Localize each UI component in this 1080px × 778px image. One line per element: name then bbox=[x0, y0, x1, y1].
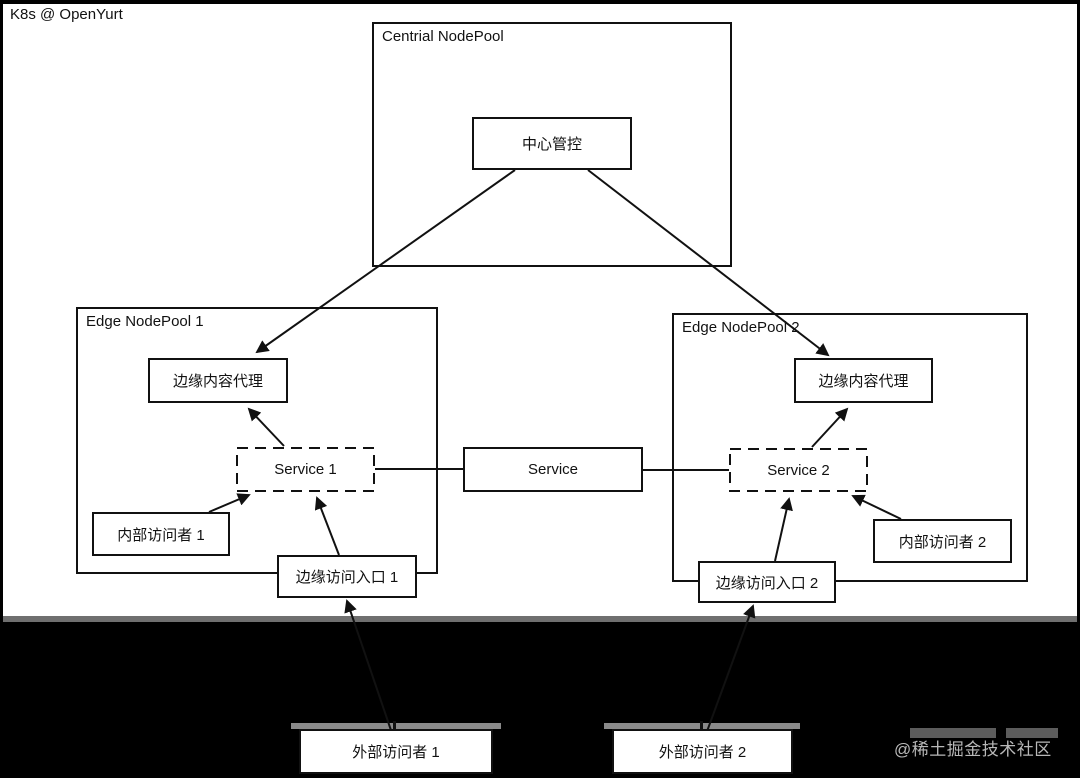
node-edge-access-entry-1-label: 边缘访问入口 1 bbox=[295, 569, 399, 586]
node-internal-visitor-2-label: 内部访问者 2 bbox=[898, 533, 987, 551]
arrow-tail-notch-1 bbox=[393, 721, 396, 731]
node-internal-visitor-2: 内部访问者 2 bbox=[873, 519, 1012, 563]
container-central-nodepool-label: Centrial NodePool bbox=[382, 28, 504, 45]
external-visitor-1-top-band bbox=[291, 723, 501, 729]
container-edge-nodepool-1: Edge NodePool 1 bbox=[76, 307, 438, 574]
node-service-2: Service 2 bbox=[729, 448, 868, 492]
node-service-1: Service 1 bbox=[236, 447, 375, 492]
arrow-internal-visitor-1-to-service-1 bbox=[208, 493, 251, 513]
node-edge-content-proxy-2: 边缘内容代理 bbox=[794, 358, 933, 403]
container-central-nodepool: Centrial NodePool bbox=[372, 22, 732, 267]
arrow-edge-access-entry-2-to-service-2 bbox=[774, 497, 793, 562]
node-edge-access-entry-1: 边缘访问入口 1 bbox=[277, 555, 417, 598]
node-external-visitor-2: 外部访问者 2 bbox=[612, 729, 793, 774]
watermark-highlight-block-1 bbox=[910, 728, 996, 738]
node-edge-content-proxy-2-label: 边缘内容代理 bbox=[818, 373, 909, 390]
arrow-external-visitor-1-to-edge-access-entry-1 bbox=[344, 599, 397, 746]
node-edge-access-entry-2: 边缘访问入口 2 bbox=[698, 561, 836, 603]
container-edge-nodepool-2: Edge NodePool 2 bbox=[672, 313, 1028, 582]
container-edge-nodepool-2-label: Edge NodePool 2 bbox=[682, 319, 800, 336]
watermark-highlight-block-2 bbox=[1006, 728, 1058, 738]
node-edge-content-proxy-1: 边缘内容代理 bbox=[148, 358, 288, 403]
arrow-tail-notch-2 bbox=[700, 721, 703, 731]
node-internal-visitor-1: 内部访问者 1 bbox=[92, 512, 230, 556]
arrow-central-control-to-edge-content-proxy-2 bbox=[587, 169, 830, 357]
watermark-text: @稀土掘金技术社区 bbox=[894, 740, 1052, 759]
arrow-edge-access-entry-1-to-service-1 bbox=[314, 496, 340, 556]
letterbox-divider-line bbox=[0, 616, 1080, 622]
arrow-external-visitor-2-to-edge-access-entry-2 bbox=[701, 604, 756, 746]
node-central-control-label: 中心管控 bbox=[521, 136, 582, 153]
container-edge-nodepool-1-label: Edge NodePool 1 bbox=[86, 313, 204, 330]
arrow-central-control-to-edge-content-proxy-1 bbox=[255, 169, 516, 354]
letterbox-region bbox=[0, 622, 1080, 778]
arrow-service-2-to-edge-content-proxy-2 bbox=[811, 407, 849, 448]
node-external-visitor-1: 外部访问者 1 bbox=[299, 729, 493, 774]
node-service-2-label: Service 2 bbox=[767, 461, 830, 479]
node-central-control: 中心管控 bbox=[472, 117, 632, 170]
node-service-middle-label: Service bbox=[527, 461, 579, 478]
page-title: K8s @ OpenYurt bbox=[10, 6, 123, 23]
node-edge-access-entry-2-label: 边缘访问入口 2 bbox=[715, 574, 819, 592]
node-external-visitor-1-label: 外部访问者 1 bbox=[352, 744, 440, 761]
node-service-middle: Service bbox=[463, 447, 643, 492]
node-edge-content-proxy-1-label: 边缘内容代理 bbox=[172, 373, 263, 390]
node-service-1-label: Service 1 bbox=[274, 461, 337, 478]
arrow-internal-visitor-2-to-service-2 bbox=[851, 494, 902, 520]
node-internal-visitor-1-label: 内部访问者 1 bbox=[117, 526, 205, 544]
arrow-service-1-to-edge-content-proxy-1 bbox=[247, 407, 285, 447]
node-external-visitor-2-label: 外部访问者 2 bbox=[658, 744, 747, 761]
